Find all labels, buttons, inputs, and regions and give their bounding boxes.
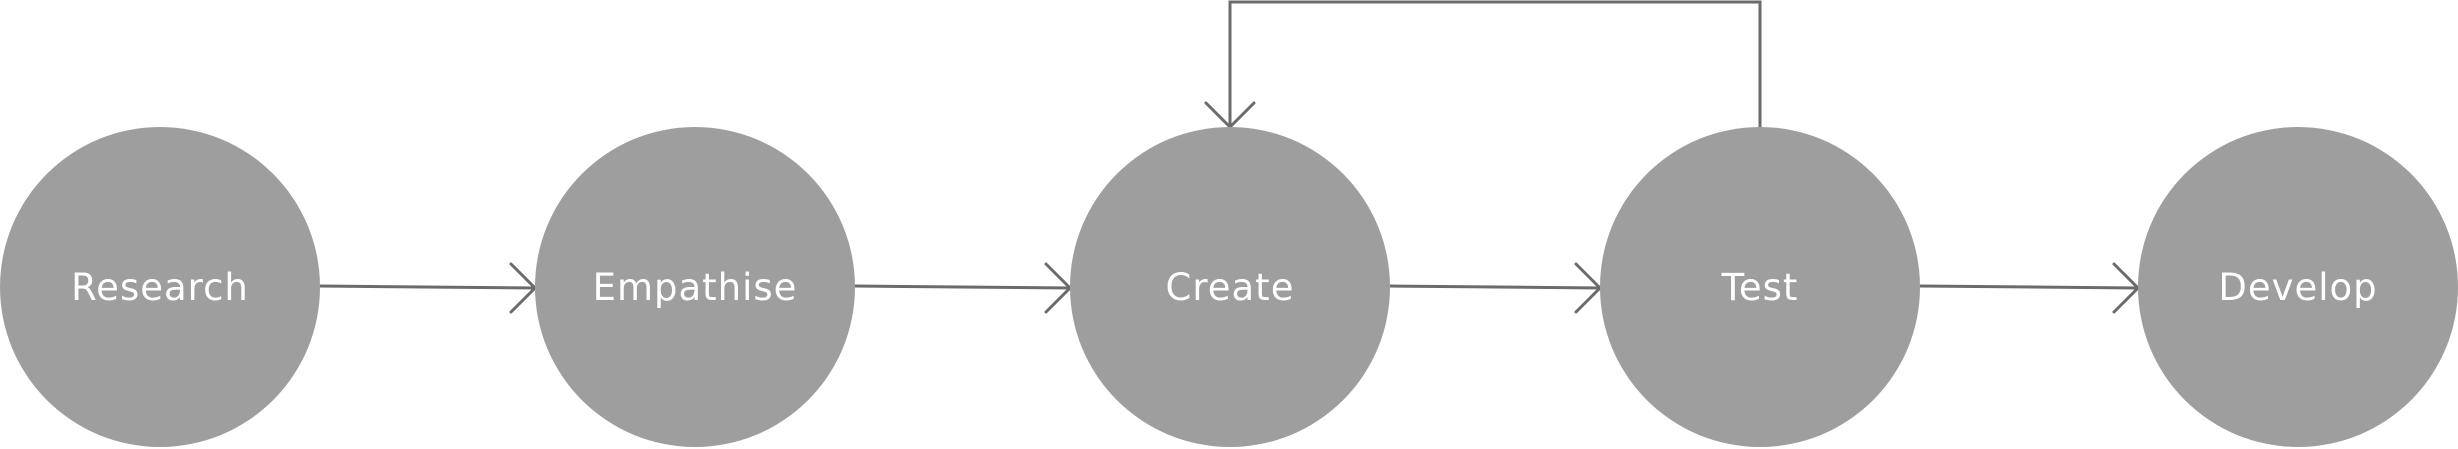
arrowhead-right	[1044, 262, 1073, 314]
edge-test-to-create	[1204, 0, 1762, 130]
node-test: Test	[1600, 127, 1920, 447]
edge-line	[1919, 284, 2139, 290]
arrowhead-right	[509, 262, 538, 314]
edge-research-to-empathise	[319, 262, 538, 314]
node-research: Research	[0, 127, 320, 447]
node-label-empathise: Empathise	[593, 266, 798, 309]
diagram-nodes: Research Empathise Create Test Develop	[0, 127, 2458, 447]
node-label-research: Research	[71, 266, 249, 309]
edge-empathise-to-create	[854, 262, 1073, 314]
loop-line	[1228, 0, 1762, 127]
node-empathise: Empathise	[535, 127, 855, 447]
arrowhead-right	[1574, 262, 1603, 314]
node-create: Create	[1070, 127, 1390, 447]
node-label-test: Test	[1721, 266, 1799, 309]
node-label-develop: Develop	[2218, 266, 2377, 309]
node-circle-test	[1600, 127, 1920, 447]
arrowhead-right	[2112, 262, 2141, 314]
edge-line	[854, 284, 1071, 290]
node-circle-empathise	[535, 127, 855, 447]
edge-line	[1389, 284, 1601, 290]
node-circle-develop	[2138, 127, 2458, 447]
node-circle-create	[1070, 127, 1390, 447]
node-develop: Develop	[2138, 127, 2458, 447]
edge-line	[319, 284, 536, 290]
node-label-create: Create	[1166, 266, 1295, 309]
diagram-edges	[319, 0, 2141, 314]
edge-create-to-test	[1389, 262, 1603, 314]
node-circle-research	[0, 127, 320, 447]
edge-test-to-develop	[1919, 262, 2141, 314]
